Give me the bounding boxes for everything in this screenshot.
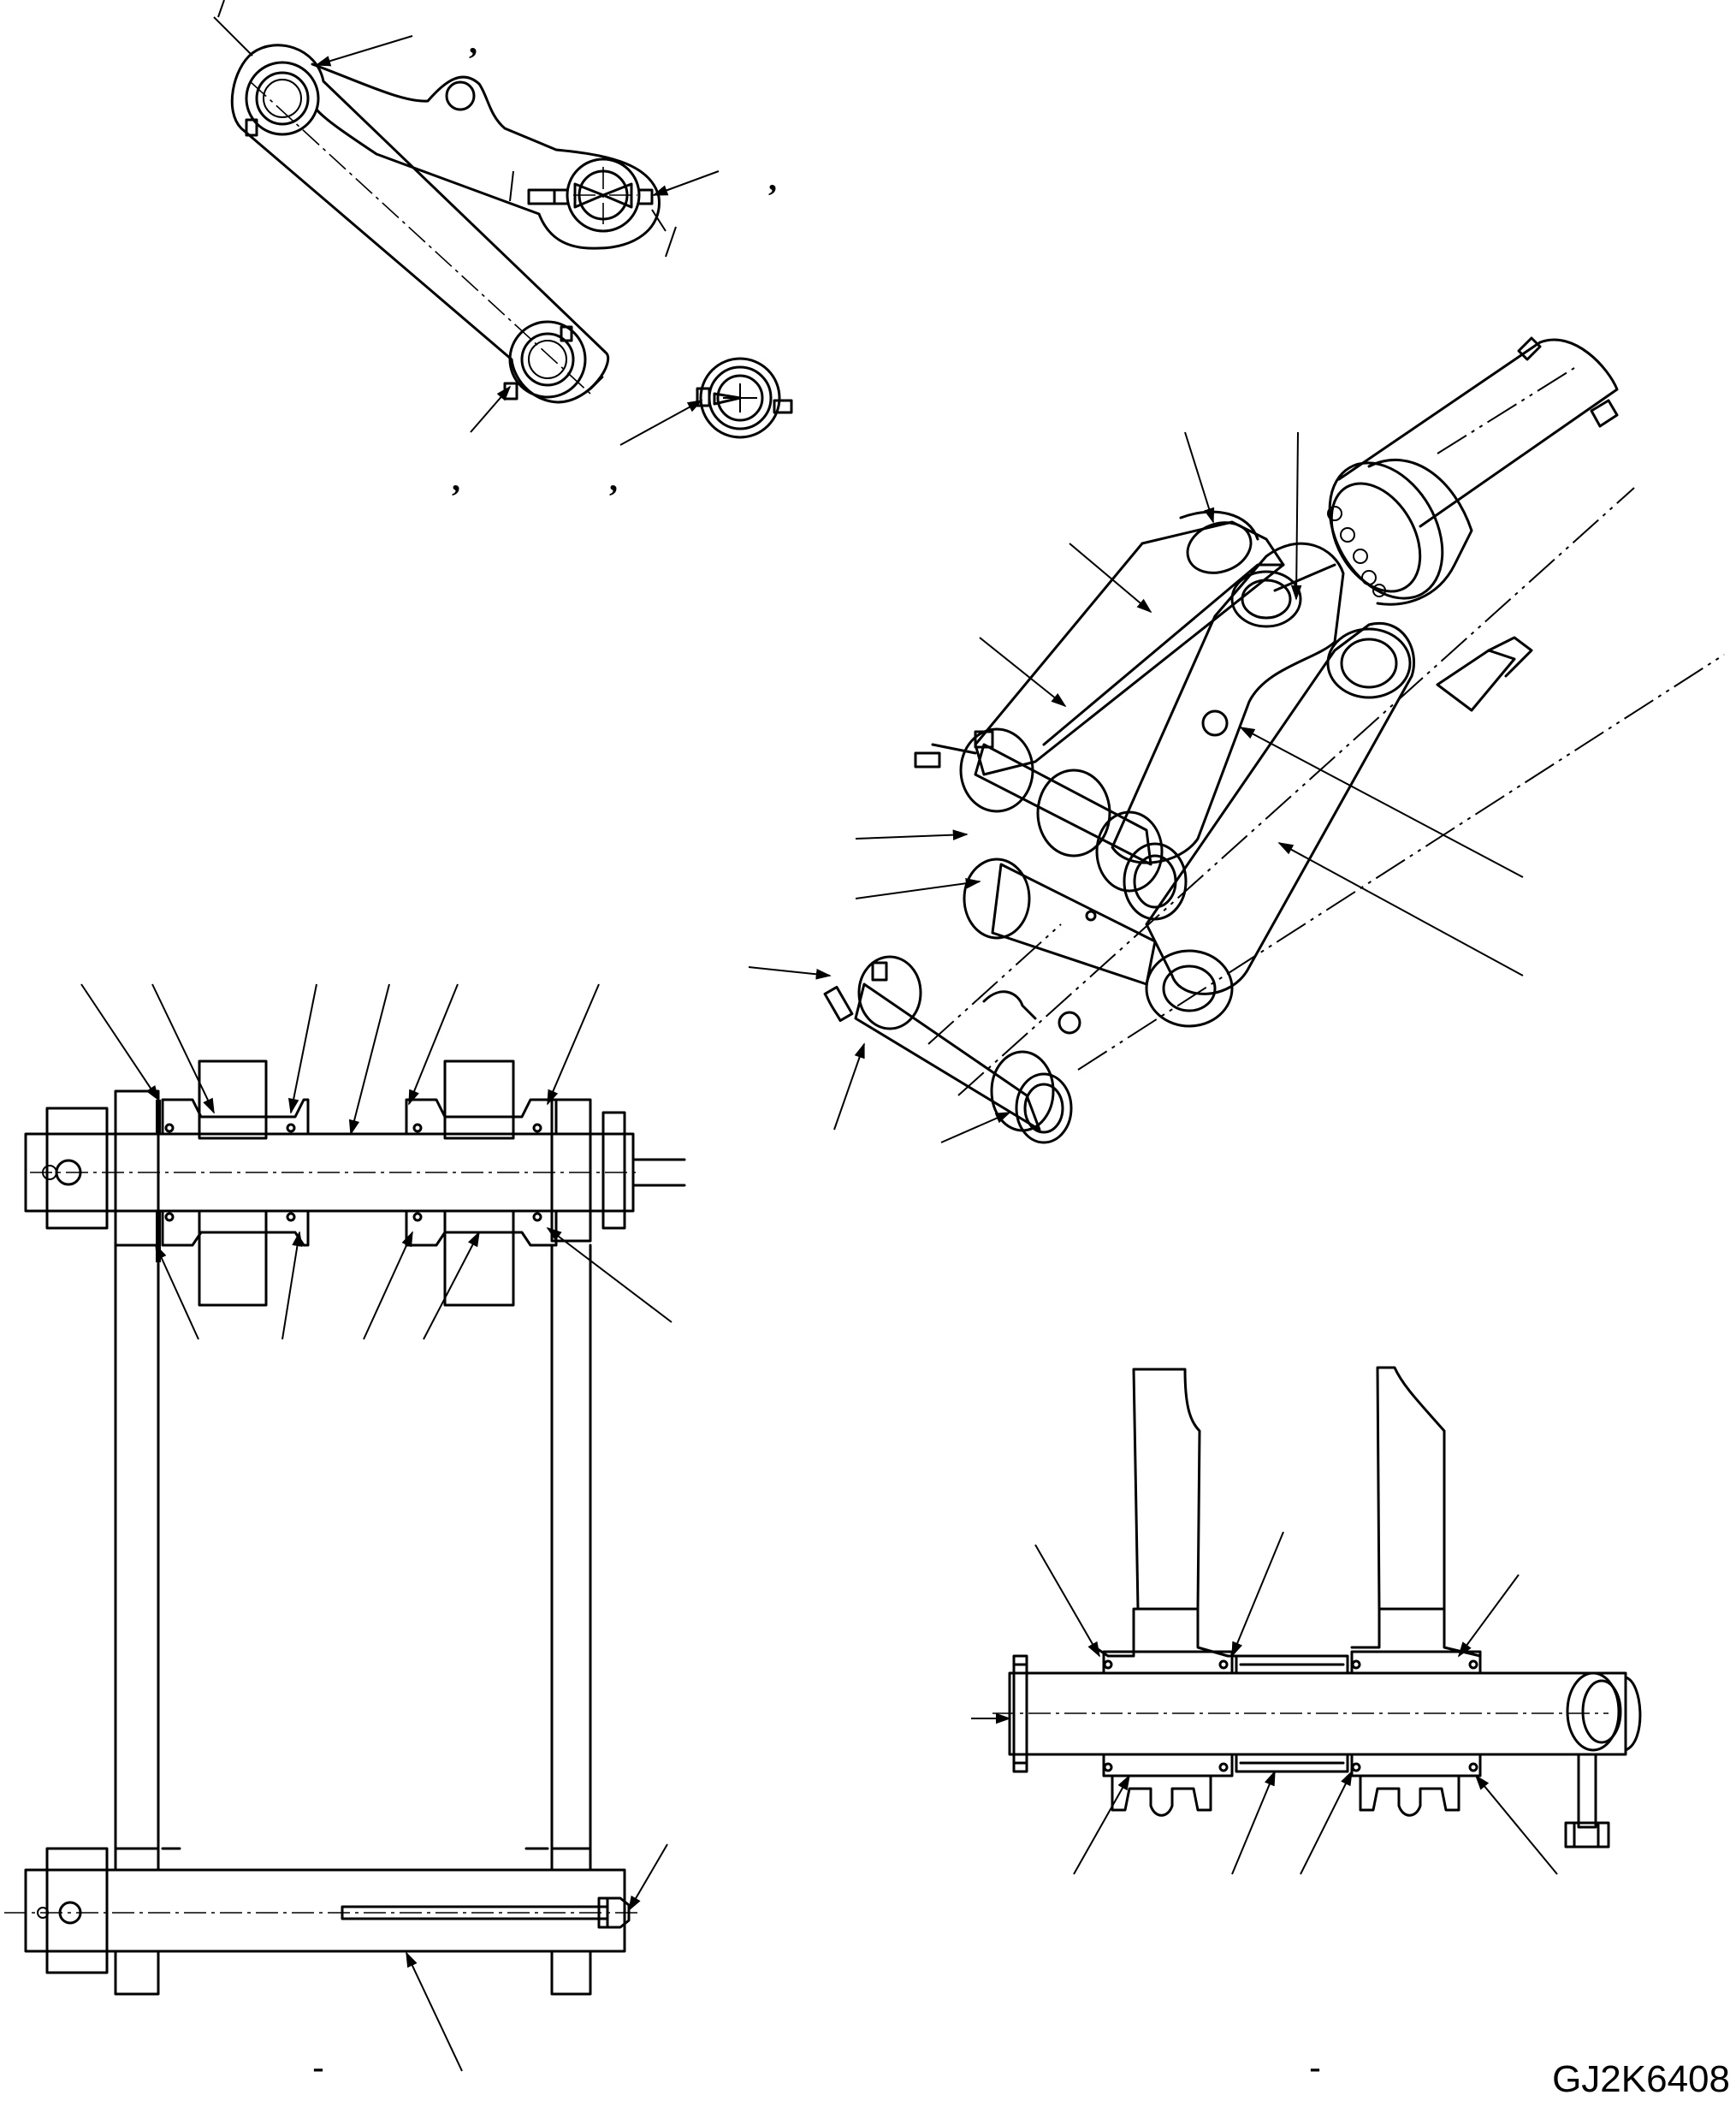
view-label-dash: - bbox=[312, 2047, 324, 2087]
detail-view-link: , , , , bbox=[213, 0, 777, 498]
callout-comma: , bbox=[469, 22, 477, 61]
callout-comma: , bbox=[768, 159, 777, 198]
figure-reference-code: GJ2K6408 bbox=[1552, 2058, 1730, 2100]
bushing-detail bbox=[696, 357, 793, 439]
section-view-frame: - bbox=[4, 983, 686, 2087]
isometric-assembly bbox=[748, 336, 1725, 1144]
view-label-dash: - bbox=[1309, 2047, 1321, 2087]
callout-comma: , bbox=[452, 460, 460, 498]
callout-comma: , bbox=[609, 460, 618, 498]
section-view-hinge: - bbox=[971, 1366, 1642, 2087]
